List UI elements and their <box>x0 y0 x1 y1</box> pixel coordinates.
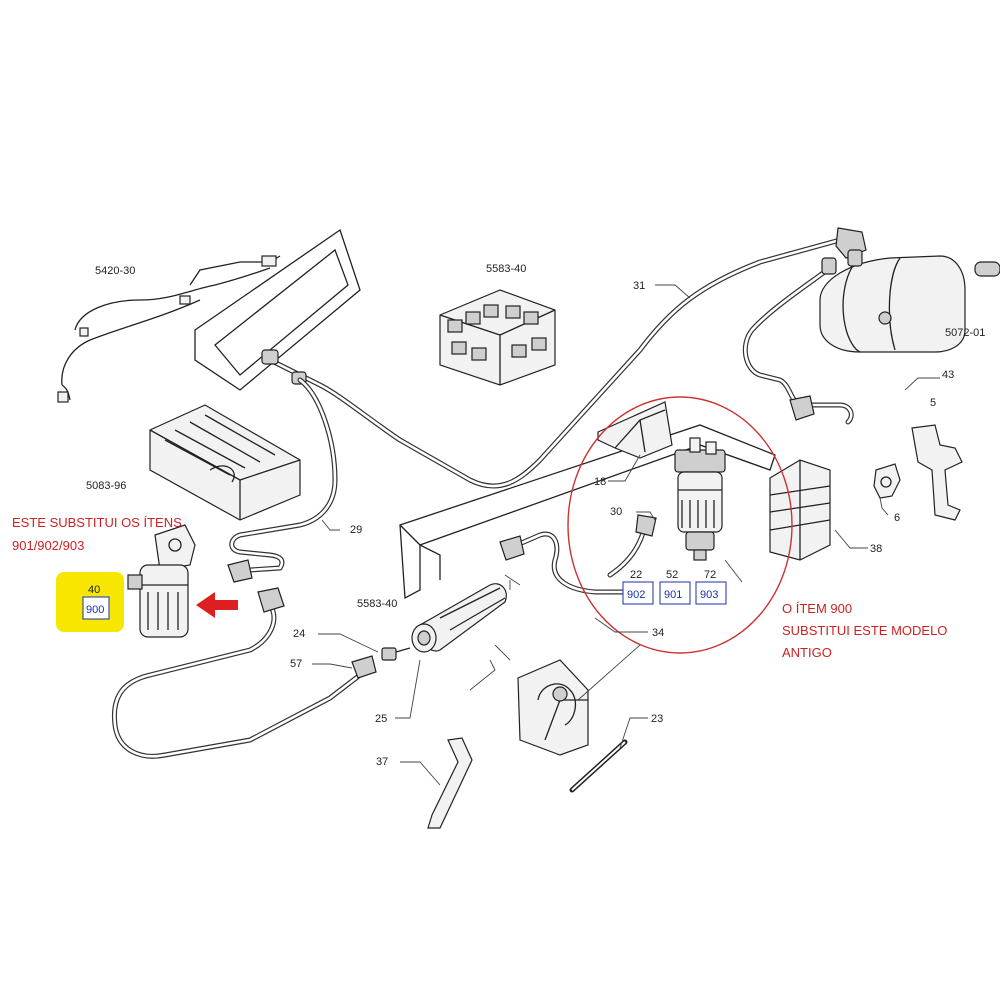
box-903: 903 <box>700 589 718 601</box>
label-23: 23 <box>651 713 663 725</box>
label-5420-30: 5420-30 <box>95 265 135 277</box>
label-57: 57 <box>290 658 302 670</box>
label-43: 43 <box>942 369 954 381</box>
replace-arrow <box>196 592 238 618</box>
label-5072-01: 5072-01 <box>945 327 985 339</box>
box-900: 900 <box>86 604 104 616</box>
label-5583-40-pump: 5583-40 <box>357 598 397 610</box>
box-901: 901 <box>664 589 682 601</box>
heat-shield-38 <box>769 459 831 561</box>
new-fuel-filter <box>127 524 196 638</box>
label-5583-40-top: 5583-40 <box>486 263 526 275</box>
fuel-line-30 <box>607 514 657 578</box>
fuel-line-29 <box>227 377 338 583</box>
connector-57 <box>351 655 377 679</box>
fuel-line-31 <box>261 227 867 489</box>
note-right-line2: SUBSTITUI ESTE MODELO <box>782 623 947 638</box>
fuel-line-lower-left <box>111 587 363 759</box>
label-25: 25 <box>375 713 387 725</box>
label-30: 30 <box>610 506 622 518</box>
bracket-37 <box>427 737 473 829</box>
highlight-circle <box>567 396 793 654</box>
fuel-line-lower <box>499 531 643 595</box>
note-right-line3: ANTIGO <box>782 645 832 660</box>
label-37: 37 <box>376 756 388 768</box>
label-38: 38 <box>870 543 882 555</box>
connector-24 <box>381 647 411 661</box>
label-22: 22 <box>630 569 642 581</box>
label-29: 29 <box>350 524 362 536</box>
label-72: 72 <box>704 569 716 581</box>
label-5: 5 <box>930 397 936 409</box>
label-40: 40 <box>88 584 100 596</box>
harness-frame <box>194 228 361 391</box>
note-left-line1: ESTE SUBSTITUI OS ÍTENS <box>12 515 182 530</box>
note-left-line2: 901/902/903 <box>12 538 84 553</box>
leader-lines <box>312 284 940 786</box>
filter-bracket-18 <box>597 401 673 459</box>
label-24: 24 <box>293 628 305 640</box>
clamp-6 <box>873 463 901 499</box>
pump-leader <box>504 574 521 590</box>
old-fuel-filter <box>674 437 726 561</box>
label-6: 6 <box>894 512 900 524</box>
fuel-tank <box>819 255 1000 353</box>
label-31: 31 <box>633 280 645 292</box>
note-right-line1: O ÍTEM 900 <box>782 601 852 616</box>
bracket-34 <box>517 659 589 756</box>
relay-box <box>439 289 556 386</box>
label-18: 18 <box>594 476 606 488</box>
box-902: 902 <box>627 589 645 601</box>
oil-pan <box>149 404 301 521</box>
item-boxes <box>82 581 727 620</box>
fuel-pump <box>411 583 507 653</box>
label-52: 52 <box>666 569 678 581</box>
label-34: 34 <box>652 627 664 639</box>
label-5083-96: 5083-96 <box>86 480 126 492</box>
wiring-harness <box>57 255 281 403</box>
return-line <box>742 257 854 425</box>
bracket-5 <box>911 424 963 521</box>
